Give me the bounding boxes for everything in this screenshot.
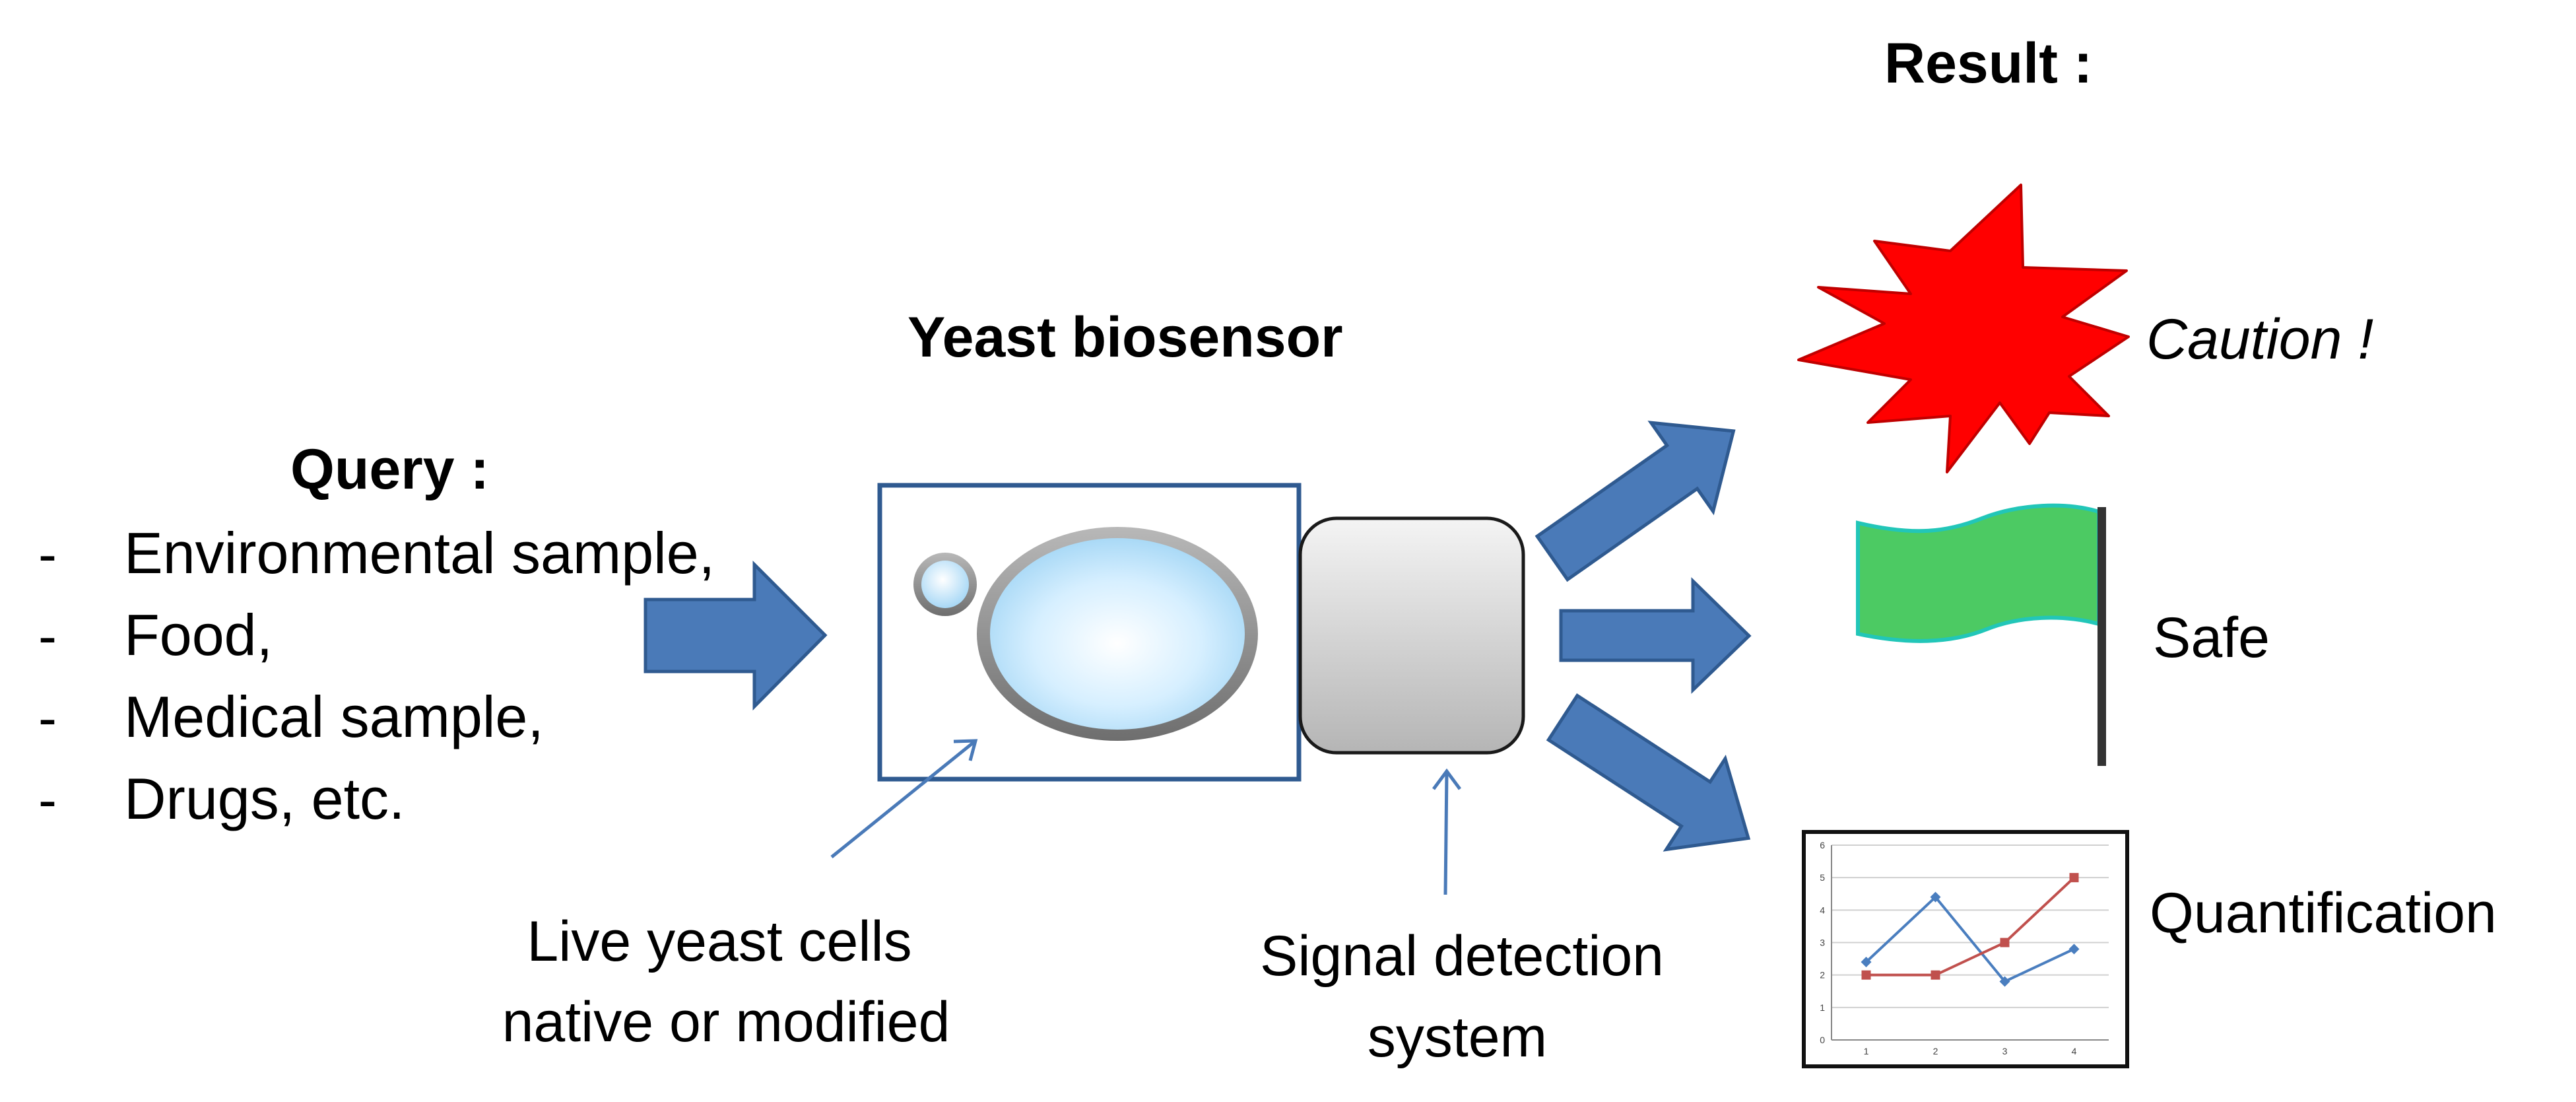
chart-x-tick-label: 1 bbox=[1864, 1046, 1869, 1056]
chart-x-tick-label: 4 bbox=[2072, 1046, 2077, 1056]
cells-label: native or modified bbox=[502, 990, 950, 1054]
input-arrow bbox=[644, 560, 828, 711]
cells-pointer-arrow bbox=[830, 739, 978, 858]
chart-point bbox=[2068, 944, 2080, 955]
chart-point bbox=[1861, 970, 1871, 980]
signal-pointer-arrow bbox=[1432, 768, 1462, 895]
query-bullet: - bbox=[38, 523, 57, 585]
chart-point bbox=[1861, 957, 1872, 967]
chart-point bbox=[1930, 891, 1941, 903]
query-bullet: - bbox=[38, 605, 57, 667]
query-item: Drugs, etc. bbox=[124, 766, 405, 831]
cells-label: Live yeast cells bbox=[527, 910, 911, 973]
query-item: Environmental sample, bbox=[124, 520, 715, 586]
result-title: Result : bbox=[1884, 32, 2092, 95]
caution-burst-icon bbox=[1797, 184, 2130, 473]
chart-point bbox=[1999, 976, 2010, 987]
chart-y-tick-label: 1 bbox=[1820, 1002, 1825, 1013]
chart-series-line bbox=[1865, 895, 2075, 983]
output-arrow-quantification bbox=[1546, 693, 1751, 852]
safe-label: Safe bbox=[2153, 606, 2270, 670]
query-list: - Environmental sample, - Food, - Medica… bbox=[38, 520, 715, 831]
caution-label: Caution ! bbox=[2146, 308, 2373, 371]
yeast-cell-icon bbox=[913, 527, 1258, 741]
chart-y-tick-label: 0 bbox=[1820, 1035, 1825, 1045]
chart-point bbox=[2000, 938, 2010, 947]
chart-y-tick-label: 2 bbox=[1820, 970, 1825, 981]
query-bullet: - bbox=[38, 687, 57, 749]
signal-detection-box bbox=[1298, 516, 1525, 755]
safe-flag-icon bbox=[1856, 503, 2106, 766]
query-item: Food, bbox=[124, 602, 273, 668]
chart-y-tick-label: 5 bbox=[1820, 872, 1825, 883]
chart-x-tick-label: 2 bbox=[1933, 1046, 1938, 1056]
chart-point bbox=[2069, 873, 2079, 883]
signal-label: system bbox=[1368, 1006, 1547, 1069]
chart-y-tick-label: 3 bbox=[1820, 938, 1825, 948]
output-arrow-caution bbox=[1535, 421, 1736, 582]
chart-y-tick-label: 6 bbox=[1820, 840, 1825, 850]
biosensor-title: Yeast biosensor bbox=[908, 306, 1343, 369]
chart-x-tick-label: 3 bbox=[2002, 1046, 2008, 1056]
query-item: Medical sample, bbox=[124, 684, 544, 749]
query-bullet: - bbox=[38, 769, 57, 831]
chart-point bbox=[1931, 970, 1940, 980]
quantification-label: Quantification bbox=[2150, 881, 2497, 945]
query-title: Query : bbox=[290, 438, 489, 501]
quantification-chart: 0 1 2 3 4 5 6 1 2 3 4 bbox=[1820, 840, 2109, 1056]
chart-series-line bbox=[1866, 876, 2075, 977]
output-arrow-safe bbox=[1559, 577, 1752, 694]
signal-label: Signal detection bbox=[1260, 924, 1664, 988]
chart-y-tick-label: 4 bbox=[1820, 905, 1825, 915]
